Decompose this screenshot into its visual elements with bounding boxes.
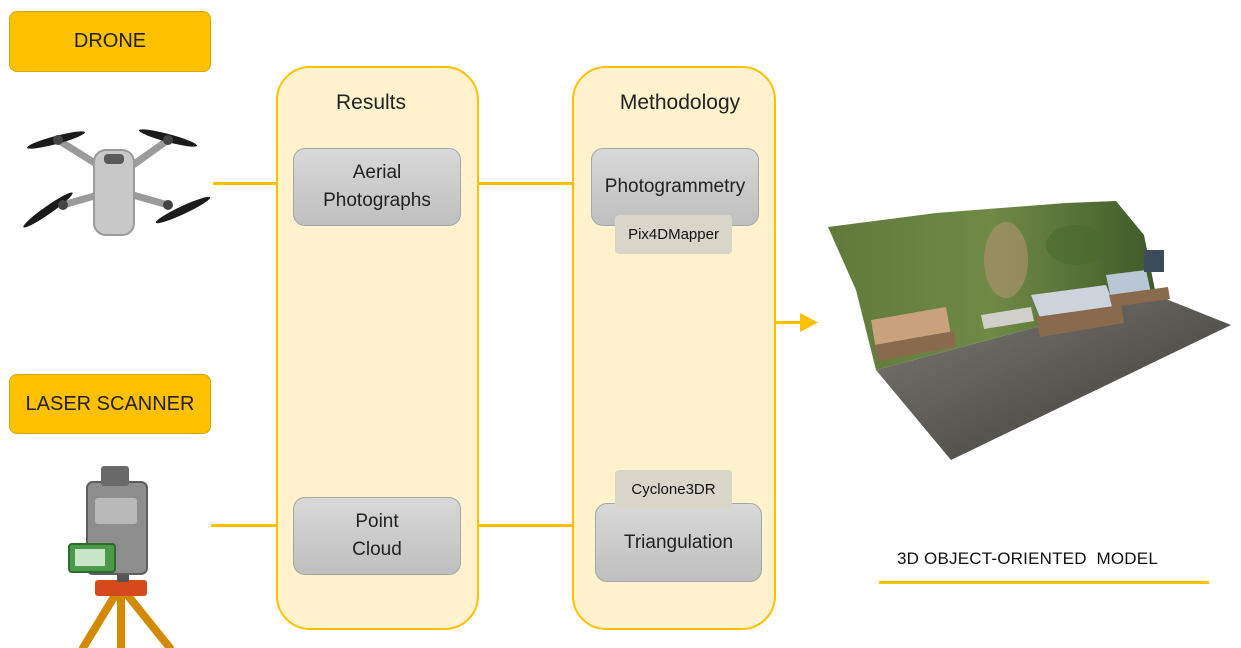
model-caption: 3D OBJECT-ORIENTED MODEL xyxy=(897,549,1158,568)
aerial-photographs-line1: Aerial xyxy=(352,162,402,184)
caption-underline xyxy=(879,581,1209,584)
aerial-photographs-box: Aerial Photographs xyxy=(293,148,461,226)
photo-connector xyxy=(478,182,572,185)
drone-connector xyxy=(213,182,276,185)
drone-label: DRONE xyxy=(73,30,147,52)
triangulation-box: Triangulation xyxy=(595,503,762,582)
photogrammetry-box: Photogrammetry xyxy=(591,148,759,226)
drone-icon xyxy=(23,129,211,236)
laser-connector xyxy=(211,524,276,527)
pix4dmapper-label: Pix4DMapper xyxy=(628,226,719,243)
output-connector xyxy=(775,321,803,324)
drone-tag: DRONE xyxy=(9,11,211,72)
3d-model-image xyxy=(828,201,1231,460)
cyclone3dr-tag: Cyclone3DR xyxy=(615,470,732,509)
cloud-connector xyxy=(478,524,572,527)
laser-scanner-icon xyxy=(68,466,174,648)
laser-scanner-label: LASER SCANNER xyxy=(25,392,195,415)
pix4dmapper-tag: Pix4DMapper xyxy=(615,215,732,254)
aerial-photographs-line2: Photographs xyxy=(323,190,431,211)
point-cloud-line2: Cloud xyxy=(352,539,402,560)
arrow-right-icon xyxy=(800,313,818,332)
methodology-title: Methodology xyxy=(619,91,741,114)
point-cloud-box: Point Cloud xyxy=(293,497,461,575)
cyclone3dr-label: Cyclone3DR xyxy=(631,481,716,498)
triangulation-label: Triangulation xyxy=(623,531,734,553)
results-title: Results xyxy=(335,91,407,114)
photogrammetry-label: Photogrammetry xyxy=(604,176,746,198)
point-cloud-line1: Point xyxy=(355,511,399,533)
laser-scanner-tag: LASER SCANNER xyxy=(9,374,211,434)
